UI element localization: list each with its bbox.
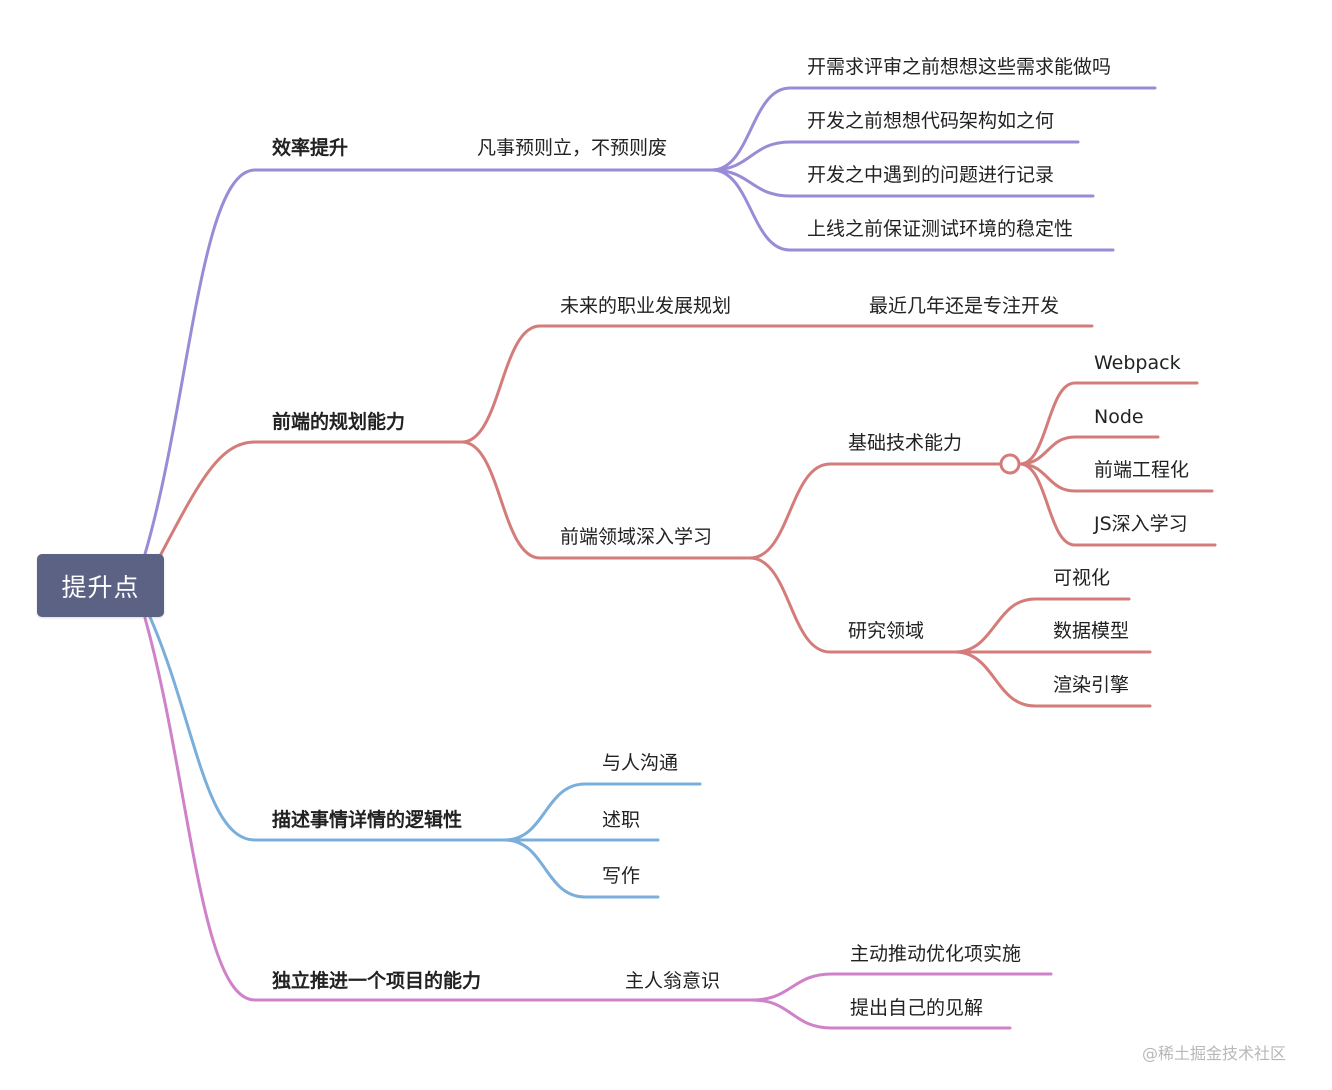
root-label: 提升点 bbox=[61, 572, 140, 602]
node-efficiency-motto[interactable]: 凡事预则立，不预则废 bbox=[477, 137, 668, 159]
node-research[interactable]: 研究领域 bbox=[848, 620, 925, 642]
node-ownership[interactable]: 主人翁意识 bbox=[625, 970, 721, 992]
branch-efficiency[interactable]: 效率提升 bbox=[272, 137, 349, 159]
edge-efficiency-3 bbox=[710, 168, 1095, 198]
leaf-communication[interactable]: 与人沟通 bbox=[602, 752, 679, 774]
leaf-efficiency-2[interactable]: 开发之前想想代码架构如之何 bbox=[807, 110, 1055, 132]
leaf-node[interactable]: Node bbox=[1094, 406, 1144, 428]
edge-basic-engineering bbox=[1018, 462, 1214, 493]
leaf-js-deep[interactable]: JS深入学习 bbox=[1094, 513, 1188, 535]
edge-logic-writing bbox=[503, 838, 660, 899]
leaf-efficiency-3[interactable]: 开发之中遇到的问题进行记录 bbox=[807, 164, 1055, 186]
edge-efficiency-1 bbox=[710, 86, 1157, 172]
node-deep-learning[interactable]: 前端领域深入学习 bbox=[560, 526, 713, 548]
branch-project[interactable]: 独立推进一个项目的能力 bbox=[272, 970, 482, 992]
edge-root-logic bbox=[148, 615, 507, 842]
leaf-efficiency-4[interactable]: 上线之前保证测试环境的稳定性 bbox=[807, 218, 1074, 240]
leaf-own-opinion[interactable]: 提出自己的见解 bbox=[850, 997, 984, 1019]
leaf-push-optimization[interactable]: 主动推动优化项实施 bbox=[850, 943, 1022, 965]
edge-basic-js bbox=[1018, 462, 1217, 547]
node-career[interactable]: 未来的职业发展规划 bbox=[560, 295, 732, 317]
edge-root-planning bbox=[158, 440, 464, 558]
connectors bbox=[143, 86, 1217, 1030]
leaf-fe-engineering[interactable]: 前端工程化 bbox=[1094, 459, 1190, 481]
leaf-webpack[interactable]: Webpack bbox=[1094, 352, 1181, 374]
branch-logic[interactable]: 描述事情详情的逻辑性 bbox=[272, 809, 463, 831]
leaf-report[interactable]: 述职 bbox=[602, 809, 641, 831]
edge-root-project bbox=[143, 616, 754, 1002]
edge-basic-node bbox=[1018, 435, 1160, 466]
leaf-career[interactable]: 最近几年还是专注开发 bbox=[869, 295, 1060, 317]
edge-efficiency-2 bbox=[710, 140, 1080, 172]
edge-planning-deep bbox=[460, 440, 752, 560]
edge-project-optimization bbox=[750, 972, 1053, 1002]
branch-planning[interactable]: 前端的规划能力 bbox=[272, 411, 406, 433]
node-basic-skills[interactable]: 基础技术能力 bbox=[848, 432, 963, 454]
edge-planning-career bbox=[460, 324, 1094, 444]
collapse-toggle-icon[interactable] bbox=[999, 453, 1021, 475]
edge-root-efficiency bbox=[143, 168, 714, 556]
edge-project-opinion bbox=[750, 998, 1012, 1030]
leaf-render-engine[interactable]: 渲染引擎 bbox=[1053, 674, 1130, 696]
leaf-efficiency-1[interactable]: 开需求评审之前想想这些需求能做吗 bbox=[807, 56, 1112, 78]
edge-deep-research bbox=[748, 556, 957, 654]
leaf-writing[interactable]: 写作 bbox=[602, 865, 641, 887]
root-node[interactable]: 提升点 bbox=[37, 554, 164, 617]
leaf-data-model[interactable]: 数据模型 bbox=[1053, 620, 1130, 642]
edge-basic-webpack bbox=[1018, 381, 1199, 466]
edge-deep-basic bbox=[748, 462, 1002, 560]
edge-research-render bbox=[953, 650, 1152, 708]
leaf-visualization[interactable]: 可视化 bbox=[1053, 567, 1111, 589]
edge-logic-communication bbox=[503, 782, 702, 842]
edge-efficiency-4 bbox=[710, 168, 1115, 252]
edge-research-visualization bbox=[953, 597, 1131, 654]
watermark: @稀土掘金技术社区 bbox=[1142, 1044, 1287, 1063]
